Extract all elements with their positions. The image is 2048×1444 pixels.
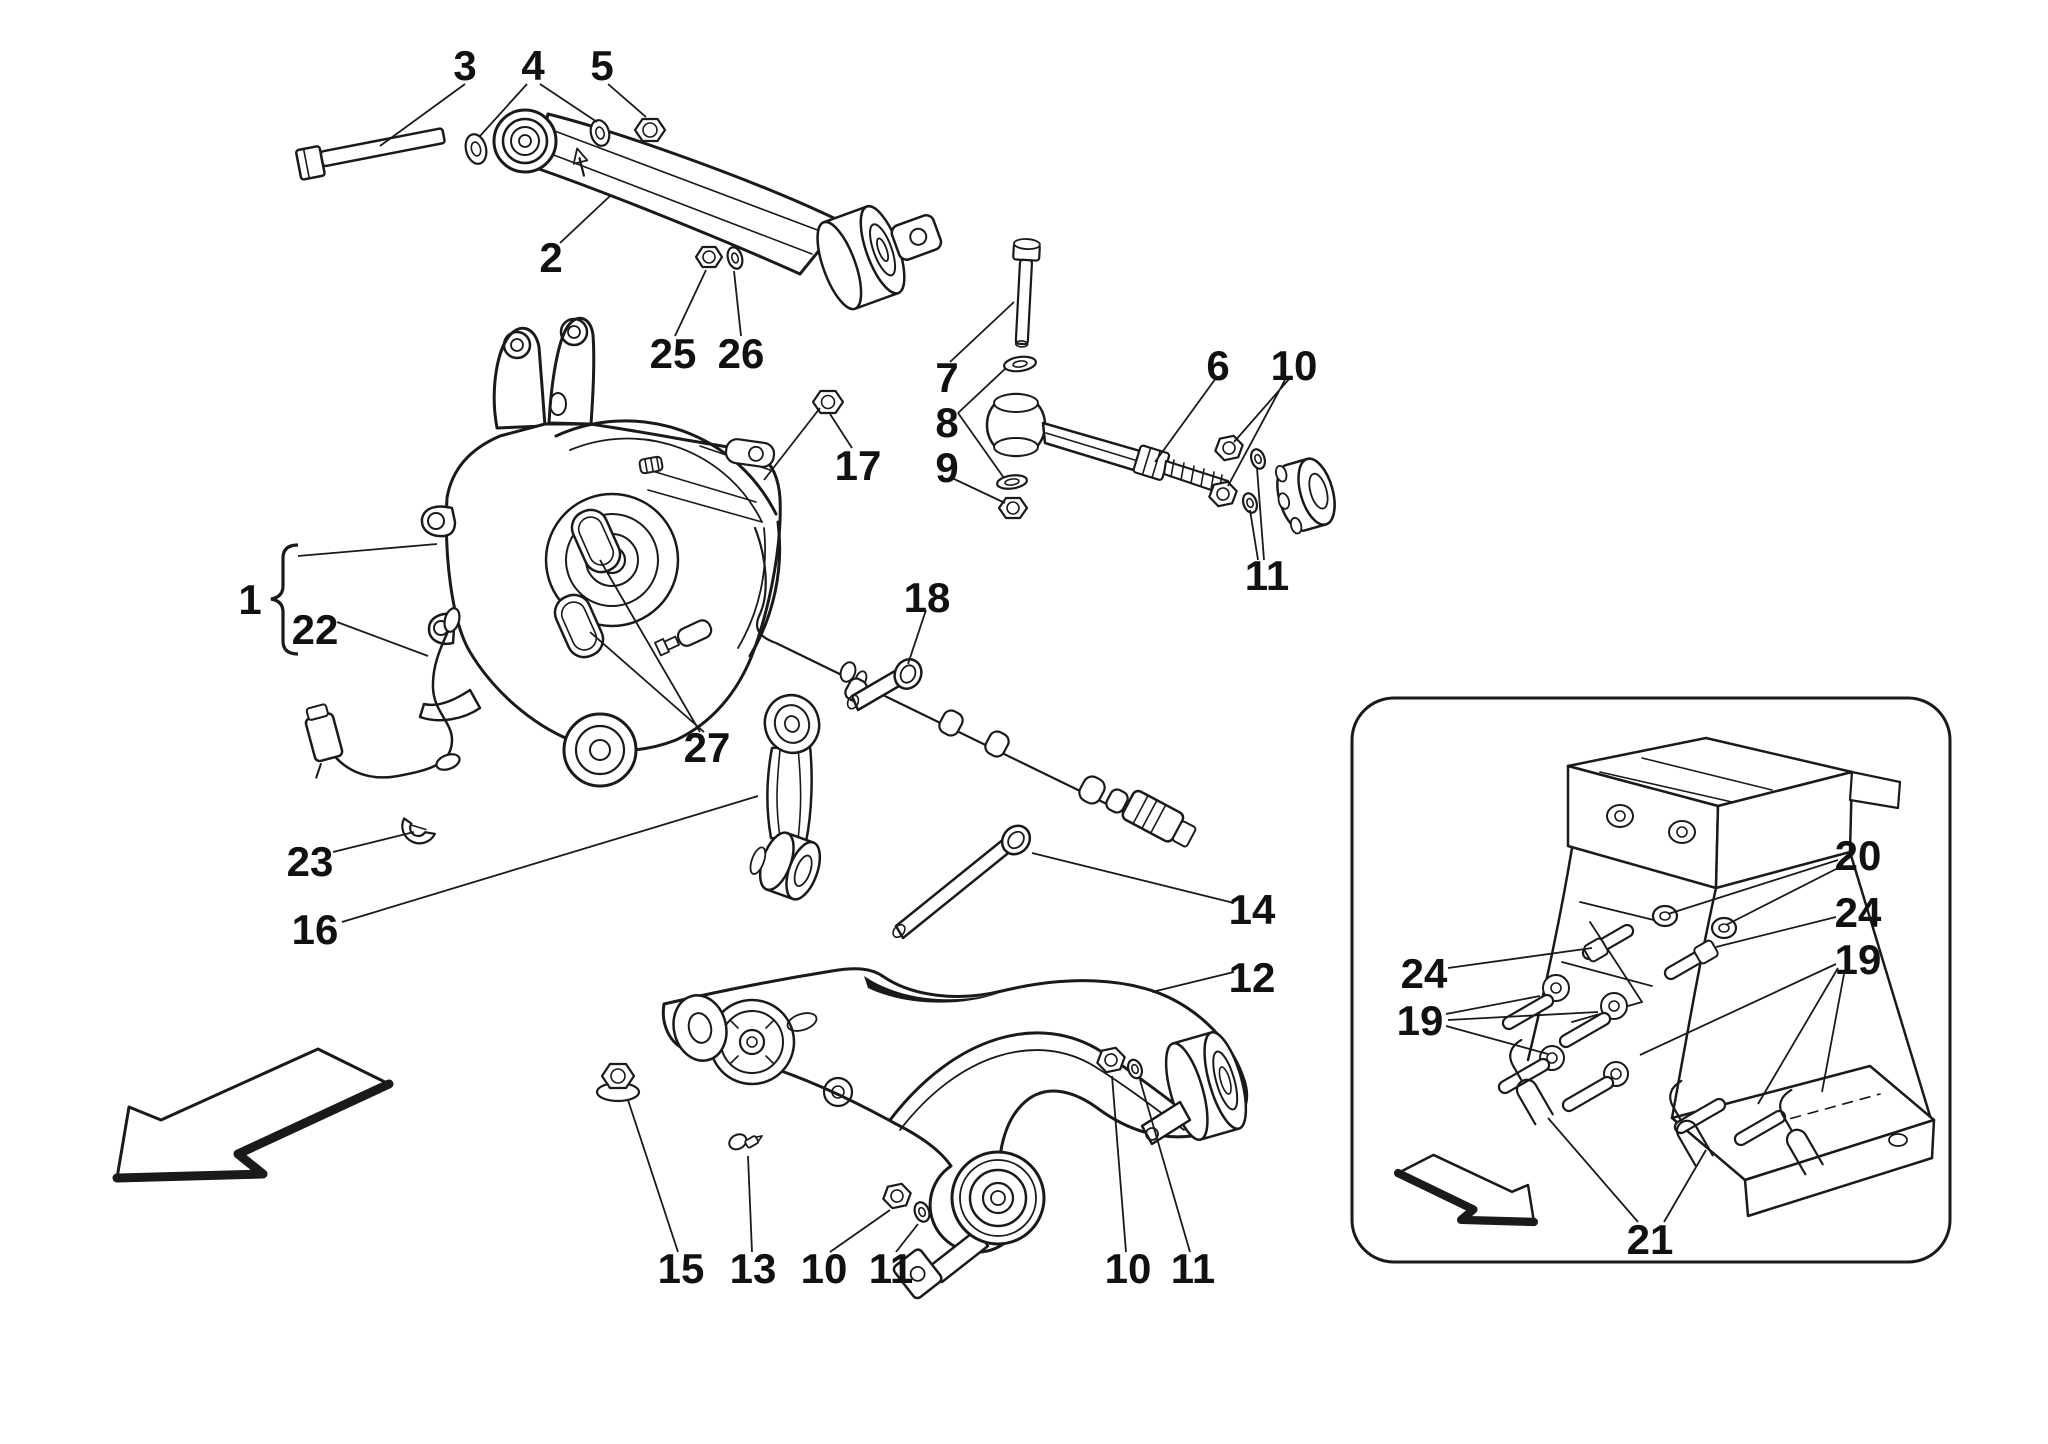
washer-part-11a xyxy=(1249,448,1267,470)
callout-11-bottom-right: 11 xyxy=(1171,1245,1215,1292)
callout-9: 9 xyxy=(935,444,958,491)
lower-arm-assembly xyxy=(595,967,1249,1300)
callout-23: 23 xyxy=(287,838,334,885)
callout-labels: 3 4 5 2 25 26 7 8 9 17 6 10 11 1 22 23 1… xyxy=(238,42,1317,1292)
orientation-arrow-icon xyxy=(572,147,589,177)
knuckle-body-part-1 xyxy=(444,422,782,752)
washer-part-11d xyxy=(1126,1058,1144,1080)
screw-part-13 xyxy=(728,1133,763,1151)
link-part-16 xyxy=(749,693,822,901)
callout-16: 16 xyxy=(292,906,339,953)
knuckle-prong-left xyxy=(492,326,547,430)
callout-1-brace xyxy=(270,543,299,656)
inset-detail-box: 20 24 19 24 19 21 xyxy=(1350,696,1952,1264)
callout-6: 6 xyxy=(1206,342,1229,389)
ball-joint-flange xyxy=(1275,457,1336,535)
callout-24-left: 24 xyxy=(1401,950,1448,997)
nut-part-10b xyxy=(1208,480,1238,508)
lower-arm-rear-eye xyxy=(708,998,796,1086)
washer-part-8a xyxy=(1003,355,1037,373)
lower-arm-front-eye xyxy=(672,994,728,1062)
bolt-part-18 xyxy=(846,658,923,712)
nut-part-5 xyxy=(633,117,667,143)
nut-part-10d xyxy=(1096,1046,1126,1074)
callout-21: 21 xyxy=(1627,1216,1674,1263)
callout-11-bottom-left: 11 xyxy=(869,1245,913,1292)
toe-link-assembly xyxy=(985,238,1336,535)
callout-1: 1 xyxy=(238,576,261,623)
cable-connector-right xyxy=(1121,789,1197,848)
inset-direction-arrow-icon xyxy=(1394,1153,1538,1227)
nut-part-9 xyxy=(997,496,1029,520)
chassis-bracket xyxy=(1526,736,1936,1218)
nut-part-10a xyxy=(1214,434,1244,462)
nut-part-10c xyxy=(882,1182,912,1210)
nut-part-25 xyxy=(694,245,724,269)
callout-10-bottom-right: 10 xyxy=(1105,1245,1152,1292)
knuckle-assembly xyxy=(418,316,845,788)
upper-arm-part-2 xyxy=(492,108,943,311)
fork-clips-part-21 xyxy=(1509,1038,1824,1176)
sensor-mount-tab xyxy=(724,438,776,468)
callout-8: 8 xyxy=(935,399,958,446)
washer-part-26 xyxy=(726,246,744,270)
callout-10-bottom-left: 10 xyxy=(801,1245,848,1292)
toe-link-part-6 xyxy=(985,392,1230,497)
bolt-part-3 xyxy=(295,127,446,181)
callout-27: 27 xyxy=(684,724,731,771)
callout-19-left: 19 xyxy=(1397,997,1444,1044)
callout-4: 4 xyxy=(521,42,545,89)
leader-lines xyxy=(270,83,1291,1253)
inset-leader-lines xyxy=(1445,859,1845,1223)
washer-part-11c xyxy=(913,1201,931,1223)
lower-arm-right-bushing xyxy=(1164,1030,1248,1142)
callout-22: 22 xyxy=(292,606,339,653)
callout-19-right: 19 xyxy=(1835,936,1882,983)
callout-10-top: 10 xyxy=(1271,342,1318,389)
clip-part-23 xyxy=(401,817,437,845)
callout-26: 26 xyxy=(718,330,765,377)
callout-25: 25 xyxy=(650,330,697,377)
nut-part-17 xyxy=(811,389,845,415)
abs-sensor-cable-left-part-22 xyxy=(304,607,461,779)
callout-24-right: 24 xyxy=(1835,889,1882,936)
bearing-seat-lower xyxy=(553,593,605,659)
nut-part-15 xyxy=(595,1062,641,1103)
knuckle-ear-upper xyxy=(420,505,457,538)
cable-connector-left xyxy=(304,703,344,779)
callout-14: 14 xyxy=(1229,886,1276,933)
knuckle-foot xyxy=(418,688,482,722)
knuckle-prong-right xyxy=(547,316,596,426)
callout-3: 3 xyxy=(453,42,476,89)
knuckle-lower-bushing xyxy=(562,712,638,788)
callout-15: 15 xyxy=(658,1245,705,1292)
bearing-seat-upper xyxy=(570,508,622,574)
callout-20: 20 xyxy=(1835,832,1882,879)
callout-18: 18 xyxy=(904,574,951,621)
callout-17: 17 xyxy=(835,442,882,489)
bolt-part-14 xyxy=(892,824,1032,940)
bolt-part-7 xyxy=(1012,238,1041,348)
cable-grommet-stud xyxy=(638,455,664,475)
washer-part-11b xyxy=(1241,492,1259,514)
callout-13: 13 xyxy=(730,1245,777,1292)
main-direction-arrow-icon xyxy=(112,1047,394,1183)
callout-11-top: 11 xyxy=(1245,552,1289,599)
callout-12: 12 xyxy=(1229,954,1276,1001)
washer-part-4a xyxy=(464,133,488,165)
washer-part-8b xyxy=(996,474,1028,490)
callout-7: 7 xyxy=(935,354,958,401)
spacers-part-24 xyxy=(1583,937,1719,965)
wheel-speed-sensor xyxy=(654,619,713,657)
callout-2: 2 xyxy=(539,234,562,281)
upper-arm-assembly xyxy=(295,108,943,311)
abs-sensor-cable-right xyxy=(654,526,1197,848)
callout-5: 5 xyxy=(590,42,613,89)
washer-part-4b xyxy=(589,119,611,147)
pins-part-19 xyxy=(1497,923,1787,1147)
lower-arm-bottom-bushing xyxy=(892,1150,1046,1300)
